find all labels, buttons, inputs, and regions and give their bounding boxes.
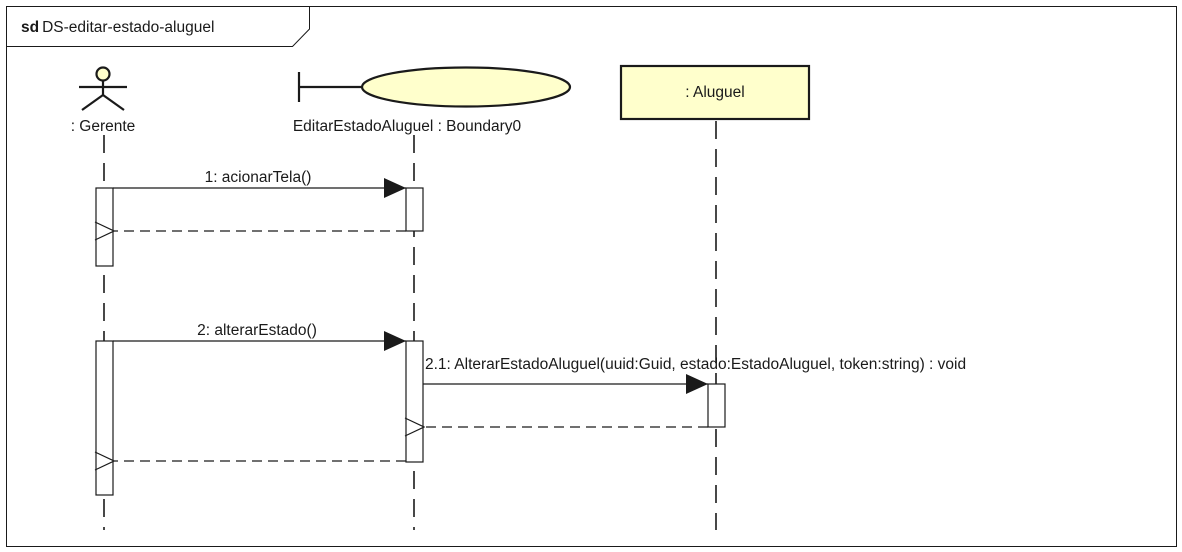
activation-boundary-1 bbox=[405, 187, 424, 232]
activation-gerente-1 bbox=[95, 187, 114, 267]
message-label-2-1: 2.1: AlterarEstadoAluguel(uuid:Guid, est… bbox=[425, 356, 966, 373]
activation-aluguel-1 bbox=[707, 383, 726, 428]
class-box-aluguel bbox=[619, 64, 811, 121]
actor-icon bbox=[79, 66, 127, 111]
frame-name: DS-editar-estado-aluguel bbox=[42, 19, 214, 36]
boundary-icon bbox=[297, 66, 572, 108]
lifeline-label-gerente: : Gerente bbox=[71, 118, 136, 135]
frame-keyword: sd bbox=[21, 19, 39, 36]
lifeline-label-aluguel: : Aluguel bbox=[685, 84, 744, 101]
frame-tab bbox=[6, 6, 310, 47]
activation-boundary-2 bbox=[405, 340, 424, 463]
message-label-1: 1: acionarTela() bbox=[205, 169, 312, 186]
activation-gerente-2 bbox=[95, 340, 114, 496]
lifeline-label-boundary: EditarEstadoAluguel : Boundary0 bbox=[293, 118, 522, 135]
message-label-2: 2: alterarEstado() bbox=[197, 322, 317, 339]
frame-border bbox=[6, 6, 1177, 547]
